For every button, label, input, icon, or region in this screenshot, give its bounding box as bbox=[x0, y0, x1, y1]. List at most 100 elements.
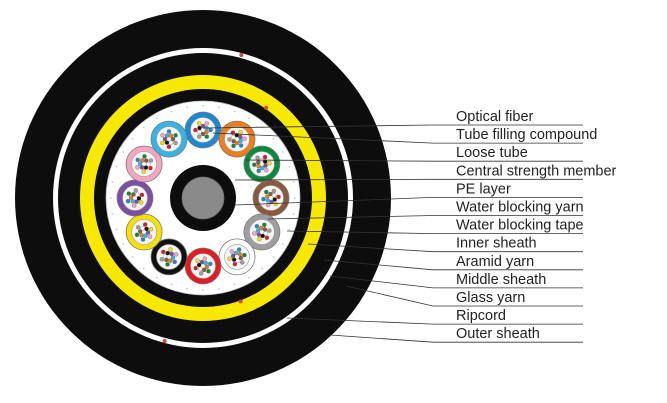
loose-tube bbox=[252, 179, 290, 217]
water-blocking-yarn-dot bbox=[202, 105, 204, 107]
water-blocking-yarn-dot bbox=[294, 197, 296, 199]
optical-fiber bbox=[252, 231, 257, 236]
optical-fiber bbox=[140, 226, 145, 231]
optical-fiber bbox=[143, 165, 149, 170]
optical-fiber bbox=[260, 165, 265, 171]
optical-fiber bbox=[233, 250, 239, 256]
optical-fiber bbox=[162, 253, 168, 259]
water-blocking-yarn-dot bbox=[233, 283, 236, 286]
optical-fiber bbox=[139, 165, 145, 170]
optical-fiber bbox=[264, 189, 269, 195]
optical-fiber bbox=[134, 199, 139, 204]
optical-fiber bbox=[229, 249, 234, 254]
optical-fiber bbox=[173, 140, 178, 146]
optical-fiber bbox=[272, 197, 277, 202]
water-blocking-yarn-dot bbox=[131, 137, 134, 140]
optical-fiber bbox=[242, 136, 247, 141]
optical-fiber bbox=[231, 143, 236, 149]
optical-fiber bbox=[169, 251, 174, 257]
optical-fiber bbox=[198, 266, 203, 272]
optical-fiber bbox=[199, 260, 205, 265]
optical-fiber bbox=[138, 229, 143, 234]
optical-fiber bbox=[240, 260, 245, 265]
optical-fiber bbox=[133, 188, 138, 193]
optical-fiber bbox=[147, 234, 153, 239]
water-blocking-yarn-dot bbox=[292, 181, 295, 183]
water-blocking-yarn-dot bbox=[218, 106, 220, 109]
optical-fiber bbox=[197, 129, 202, 135]
optical-fiber bbox=[276, 194, 281, 200]
optical-fiber bbox=[135, 157, 140, 163]
optical-fiber bbox=[132, 203, 137, 208]
optical-fiber bbox=[237, 247, 242, 252]
optical-fiber bbox=[164, 257, 169, 263]
optical-fiber bbox=[137, 161, 143, 166]
optical-fiber bbox=[170, 255, 176, 260]
optical-fiber bbox=[165, 250, 170, 256]
cable-cross-section bbox=[15, 10, 391, 386]
water-blocking-yarn-dot bbox=[122, 243, 125, 245]
optical-fiber bbox=[263, 163, 268, 168]
leader-line bbox=[345, 285, 583, 307]
leader-line bbox=[286, 317, 583, 325]
optical-fiber bbox=[145, 230, 151, 235]
label-optical-fiber: Optical fiber bbox=[456, 109, 534, 125]
optical-fiber bbox=[238, 134, 243, 140]
optical-fiber bbox=[139, 192, 145, 198]
optical-fiber bbox=[159, 257, 164, 262]
water-blocking-yarn-dot bbox=[292, 213, 295, 215]
optical-fiber bbox=[134, 232, 140, 237]
leader-line bbox=[323, 259, 583, 271]
water-blocking-yarn-dot bbox=[110, 197, 112, 199]
optical-fiber bbox=[265, 198, 271, 203]
water-blocking-yarn-dot bbox=[288, 228, 291, 231]
water-blocking-yarn-dot bbox=[156, 117, 158, 120]
leader-line bbox=[329, 334, 583, 343]
optical-fiber bbox=[252, 162, 257, 167]
tube-filling-compound bbox=[190, 253, 216, 279]
water-blocking-yarn-dot bbox=[115, 228, 118, 231]
callout-labels: Optical fiber Tube filling compound Loos… bbox=[456, 109, 617, 342]
optical-fiber bbox=[145, 162, 151, 167]
optical-fiber bbox=[231, 139, 236, 144]
optical-fiber bbox=[160, 133, 165, 138]
optical-fiber bbox=[271, 188, 276, 194]
optical-fiber bbox=[256, 164, 261, 169]
optical-fiber bbox=[139, 232, 144, 238]
optical-fiber bbox=[203, 260, 208, 266]
optical-fiber bbox=[142, 154, 147, 159]
optical-fiber bbox=[148, 165, 153, 171]
optical-fiber bbox=[263, 231, 268, 236]
optical-fiber bbox=[262, 222, 267, 227]
water-blocking-yarn-dot bbox=[281, 151, 284, 153]
optical-fiber bbox=[195, 258, 200, 263]
optical-fiber bbox=[206, 269, 211, 274]
central-strength-member bbox=[181, 176, 225, 220]
label-pe-layer: PE layer bbox=[456, 181, 511, 197]
label-central-strength-member: Central strength member bbox=[456, 163, 617, 179]
ripcord bbox=[239, 53, 244, 58]
optical-fiber bbox=[208, 127, 213, 133]
optical-fiber bbox=[204, 264, 210, 270]
optical-fiber bbox=[204, 134, 209, 139]
optical-fiber bbox=[238, 138, 243, 144]
label-aramid-yarn: Aramid yarn bbox=[456, 254, 534, 270]
optical-fiber bbox=[168, 247, 173, 252]
water-blocking-yarn-dot bbox=[186, 287, 188, 290]
optical-fiber bbox=[173, 133, 178, 138]
optical-fiber bbox=[200, 131, 206, 137]
optical-fiber bbox=[160, 140, 165, 146]
optical-fiber bbox=[136, 225, 141, 230]
optical-fiber bbox=[235, 140, 240, 146]
water-blocking-yarn-dot bbox=[261, 267, 264, 270]
leader-line bbox=[329, 275, 583, 289]
optical-fiber bbox=[271, 193, 277, 198]
label-loose-tube: Loose tube bbox=[456, 145, 528, 161]
optical-fiber bbox=[135, 165, 140, 170]
tube-filling-compound bbox=[190, 117, 216, 143]
optical-fiber bbox=[172, 259, 177, 265]
leader-line bbox=[234, 196, 583, 206]
label-inner-sheath: Inner sheath bbox=[456, 236, 537, 252]
leader-line bbox=[245, 159, 583, 162]
